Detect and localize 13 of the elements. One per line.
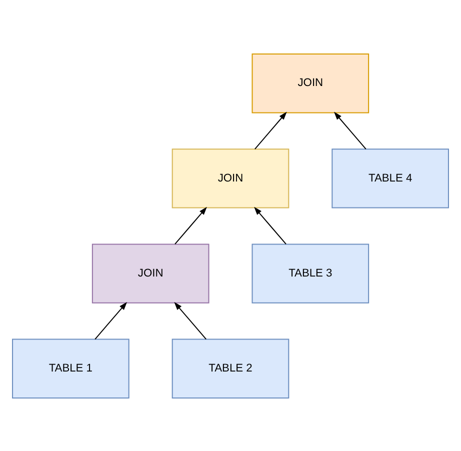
node-box: TABLE 4 (332, 148, 449, 208)
arrow (174, 206, 207, 244)
node-box: TABLE 2 (172, 338, 290, 398)
arrow (174, 301, 206, 340)
node-box: TABLE 1 (12, 338, 130, 398)
node-box: TABLE 3 (252, 243, 370, 303)
arrow (334, 111, 366, 149)
node-box: JOIN (92, 243, 210, 303)
node-box: JOIN (172, 148, 290, 208)
arrow (254, 206, 286, 244)
arrow (94, 301, 128, 340)
node-box: JOIN (252, 53, 370, 113)
arrow (254, 111, 287, 149)
